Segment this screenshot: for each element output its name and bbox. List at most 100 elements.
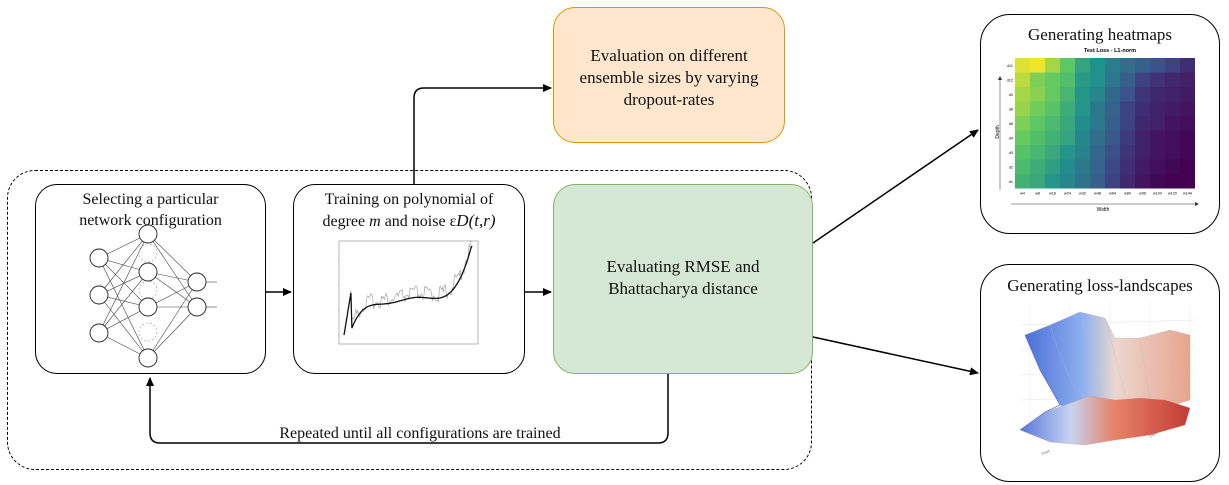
heatmap-row-label: d11 — [1007, 64, 1013, 68]
heatmap-cell — [1090, 87, 1105, 102]
heatmap-cell — [1180, 101, 1195, 116]
heatmap-cell — [1105, 174, 1120, 189]
heatmap-cell — [1075, 72, 1090, 87]
heatmap-cell — [1030, 130, 1045, 145]
heatmap-cell — [1015, 116, 1030, 131]
heatmap-cell — [1015, 58, 1030, 73]
heatmap-cell — [1030, 174, 1045, 189]
heatmap-cell — [1075, 159, 1090, 174]
heatmap-cell — [1030, 87, 1045, 102]
heatmap-row-label: d4 — [1009, 136, 1013, 140]
heatmap-cell — [1120, 87, 1135, 102]
heatmap-cell — [1135, 87, 1150, 102]
heatmap-cell — [1060, 145, 1075, 160]
heatmap-cell — [1060, 130, 1075, 145]
heatmap-cell — [1075, 145, 1090, 160]
heatmap-cell — [1060, 87, 1075, 102]
heatmap-col-label: w80 — [1124, 192, 1131, 196]
heatmap-cell — [1045, 58, 1060, 73]
heatmap-col-label: w120 — [1168, 192, 1177, 196]
heatmap-cell — [1090, 130, 1105, 145]
heatmap-cell — [1045, 130, 1060, 145]
heatmap-col-label: w16 — [1049, 192, 1056, 196]
heatmap-cell — [1180, 174, 1195, 189]
heatmap-cell — [1060, 58, 1075, 73]
heatmap-cell — [1030, 72, 1045, 87]
heatmap-cell — [1135, 101, 1150, 116]
heatmap-cell — [1090, 116, 1105, 131]
heatmap-cell — [1180, 58, 1195, 73]
heatmap-cell — [1045, 101, 1060, 116]
heatmap-cell — [1120, 72, 1135, 87]
heatmap-cell — [1105, 101, 1120, 116]
heatmap-cell — [1030, 101, 1045, 116]
heatmap-cell — [1120, 101, 1135, 116]
heatmap-cell — [1120, 116, 1135, 131]
heatmap-col-label: w104 — [1153, 192, 1162, 196]
loss-landscape-plot: Width Depth — [1019, 302, 1196, 456]
ensemble-label: Evaluation on different ensemble sizes b… — [579, 46, 759, 109]
heatmap-cell — [1150, 72, 1165, 87]
heatmap-row-label: d2 — [1009, 165, 1013, 169]
heatmap-cell — [1135, 116, 1150, 131]
heatmap-cell — [1135, 159, 1150, 174]
heatmap-cell — [1090, 72, 1105, 87]
heatmap-title: Test Loss - L1-norm — [1084, 48, 1136, 54]
heatmap-cell — [1120, 159, 1135, 174]
heatmap-col-label: w48 — [1094, 192, 1101, 196]
heatmap-cell — [1120, 58, 1135, 73]
heatmap-cell — [1105, 87, 1120, 102]
heatmap-chart: Test Loss - L1-norm d11d12d9d8d6d4d3d2d1… — [995, 48, 1199, 213]
heatmap-cell — [1120, 174, 1135, 189]
heatmap-cell — [1165, 87, 1180, 102]
heatmap-cell — [1045, 72, 1060, 87]
heatmap-cell — [1165, 58, 1180, 73]
heatmap-cell — [1135, 72, 1150, 87]
heatmap-cell — [1090, 58, 1105, 73]
evaluating-box — [553, 184, 813, 374]
heatmap-cell — [1090, 159, 1105, 174]
heatmap-cell — [1180, 72, 1195, 87]
heatmap-cell — [1045, 87, 1060, 102]
heatmap-cell — [1150, 87, 1165, 102]
evaluating-label: Evaluating RMSE and Bhattacharya distanc… — [606, 257, 760, 298]
heatmap-cell — [1135, 130, 1150, 145]
heatmap-cell — [1105, 116, 1120, 131]
heatmap-row-label: d1 — [1009, 180, 1013, 184]
heatmap-cell — [1015, 101, 1030, 116]
heatmap-cell — [1150, 159, 1165, 174]
heatmap-cell — [1015, 130, 1030, 145]
heatmap-col-label: w32 — [1079, 192, 1086, 196]
heatmap-cell — [1015, 72, 1030, 87]
heatmap-cell — [1105, 130, 1120, 145]
heatmap-cell — [1120, 130, 1135, 145]
heatmap-cell — [1030, 58, 1045, 73]
heatmap-cell — [1105, 159, 1120, 174]
heatmap-cell — [1150, 130, 1165, 145]
heatmap-col-label: w96 — [1139, 192, 1146, 196]
heatmap-cell — [1165, 145, 1180, 160]
heatmaps-title: Generating heatmaps — [1028, 25, 1172, 44]
heatmap-cell — [1135, 174, 1150, 189]
network-config-label: Selecting a particular network configura… — [79, 191, 222, 229]
heatmap-cell — [1075, 130, 1090, 145]
heatmap-cell — [1150, 116, 1165, 131]
heatmap-cell — [1090, 174, 1105, 189]
heatmap-cell — [1045, 116, 1060, 131]
polynomial-plot — [338, 240, 479, 345]
heatmap-col-label: w64 — [1109, 192, 1116, 196]
heatmap-cell — [1105, 72, 1120, 87]
heatmap-cell — [1165, 72, 1180, 87]
arrow-to-heatmaps — [812, 129, 979, 244]
heatmap-cell — [1015, 87, 1030, 102]
heatmap-cell — [1015, 159, 1030, 174]
heatmap-cell — [1015, 174, 1030, 189]
heatmap-xlabel: Width — [1097, 207, 1110, 213]
heatmap-cell — [1150, 145, 1165, 160]
heatmap-col-label: w24 — [1064, 192, 1071, 196]
heatmap-cell — [1105, 58, 1120, 73]
heatmap-cell — [1030, 145, 1045, 160]
heatmap-col-label: w8 — [1035, 192, 1040, 196]
heatmap-cell — [1075, 174, 1090, 189]
heatmap-cell — [1165, 174, 1180, 189]
